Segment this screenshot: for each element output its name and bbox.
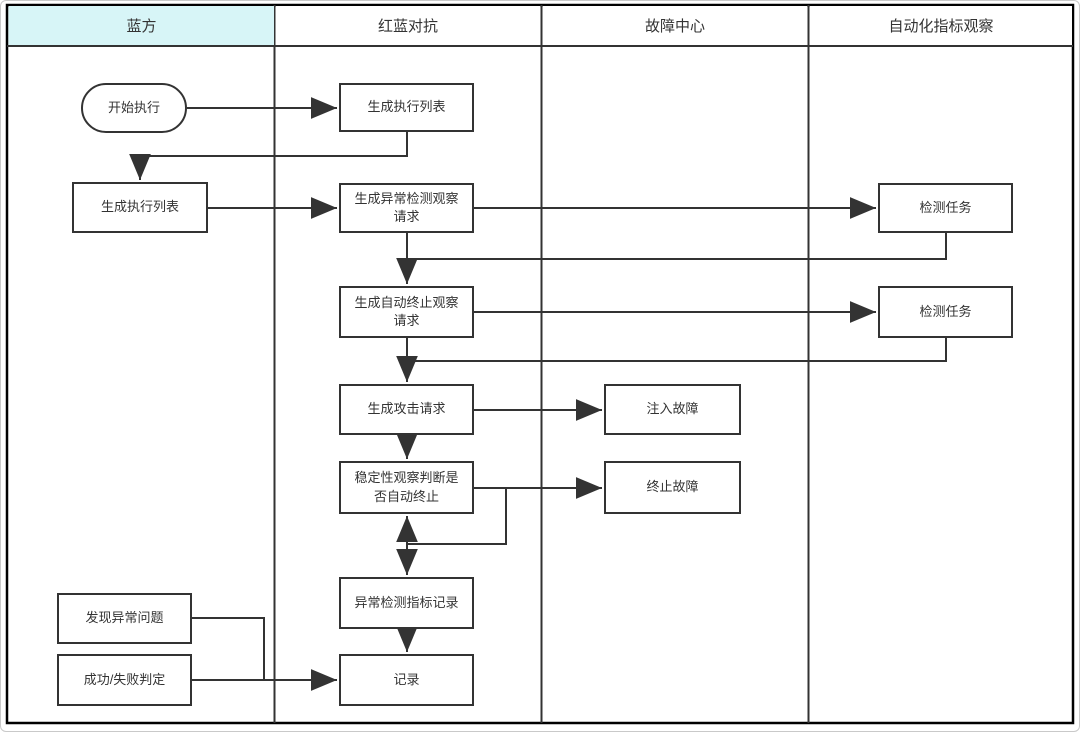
edge-genlist1-to-genlist2: [129, 132, 408, 180]
node-stop-fault: 终止故障: [604, 461, 741, 514]
lane-header-fault-center: 故障中心: [543, 6, 807, 45]
edge-stability-loopback: [408, 488, 507, 545]
node-generate-exec-list-1: 生成执行列表: [339, 83, 474, 132]
diagram-outer-border: [5, 3, 1075, 725]
node-found-anomaly-problem: 发现异常问题: [57, 593, 192, 644]
node-stability-judge-autostop: 稳定性观察判断是 否自动终止: [339, 461, 474, 514]
lane-header-auto-metric-observation: 自动化指标观察: [810, 6, 1072, 45]
node-generate-exec-list-2: 生成执行列表: [72, 182, 208, 233]
edge-detecttask2-return: [408, 338, 947, 362]
node-pass-fail-judgement: 成功/失败判定: [57, 654, 192, 706]
lane-header-blue-team: 蓝方: [9, 6, 274, 45]
node-anomaly-metric-record: 异常检测指标记录: [339, 577, 474, 629]
lane-header-red-blue-confrontation: 红蓝对抗: [276, 6, 540, 45]
edge-foundanomaly-junction: [192, 617, 265, 680]
node-detect-task-2: 检测任务: [878, 286, 1013, 338]
node-generate-anomaly-detect-request: 生成异常检测观察 请求: [339, 183, 474, 233]
edge-detecttask1-return: [408, 233, 947, 260]
node-generate-attack-request: 生成攻击请求: [339, 384, 474, 435]
node-detect-task-1: 检测任务: [878, 183, 1013, 233]
node-inject-fault: 注入故障: [604, 384, 741, 435]
node-record: 记录: [339, 654, 474, 706]
node-start: 开始执行: [81, 83, 187, 133]
node-generate-autostop-request: 生成自动终止观察 请求: [339, 286, 474, 338]
